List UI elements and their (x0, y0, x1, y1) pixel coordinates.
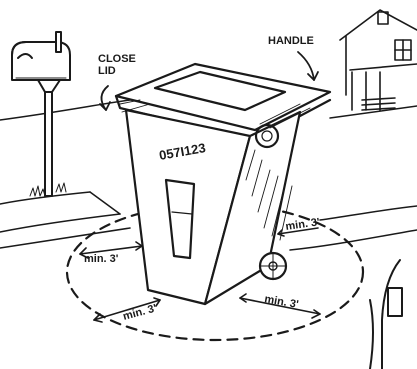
clearance-label-left: min. 3' (84, 253, 119, 265)
handle-arrow (298, 52, 318, 80)
close-lid-arrow (100, 86, 110, 110)
house-icon (340, 10, 417, 110)
handle-label: HANDLE (268, 35, 314, 47)
clearance-label-right: min. 3' (285, 216, 321, 233)
vehicle-icon (370, 260, 402, 369)
close-lid-label-line1: CLOSE (98, 53, 136, 65)
clearance-label-bottom-left: min. 3' (122, 302, 159, 323)
close-lid-label-line2: LID (98, 65, 116, 77)
trash-cart (116, 64, 330, 304)
clearance-label-bottom-right: min. 3' (263, 293, 299, 311)
